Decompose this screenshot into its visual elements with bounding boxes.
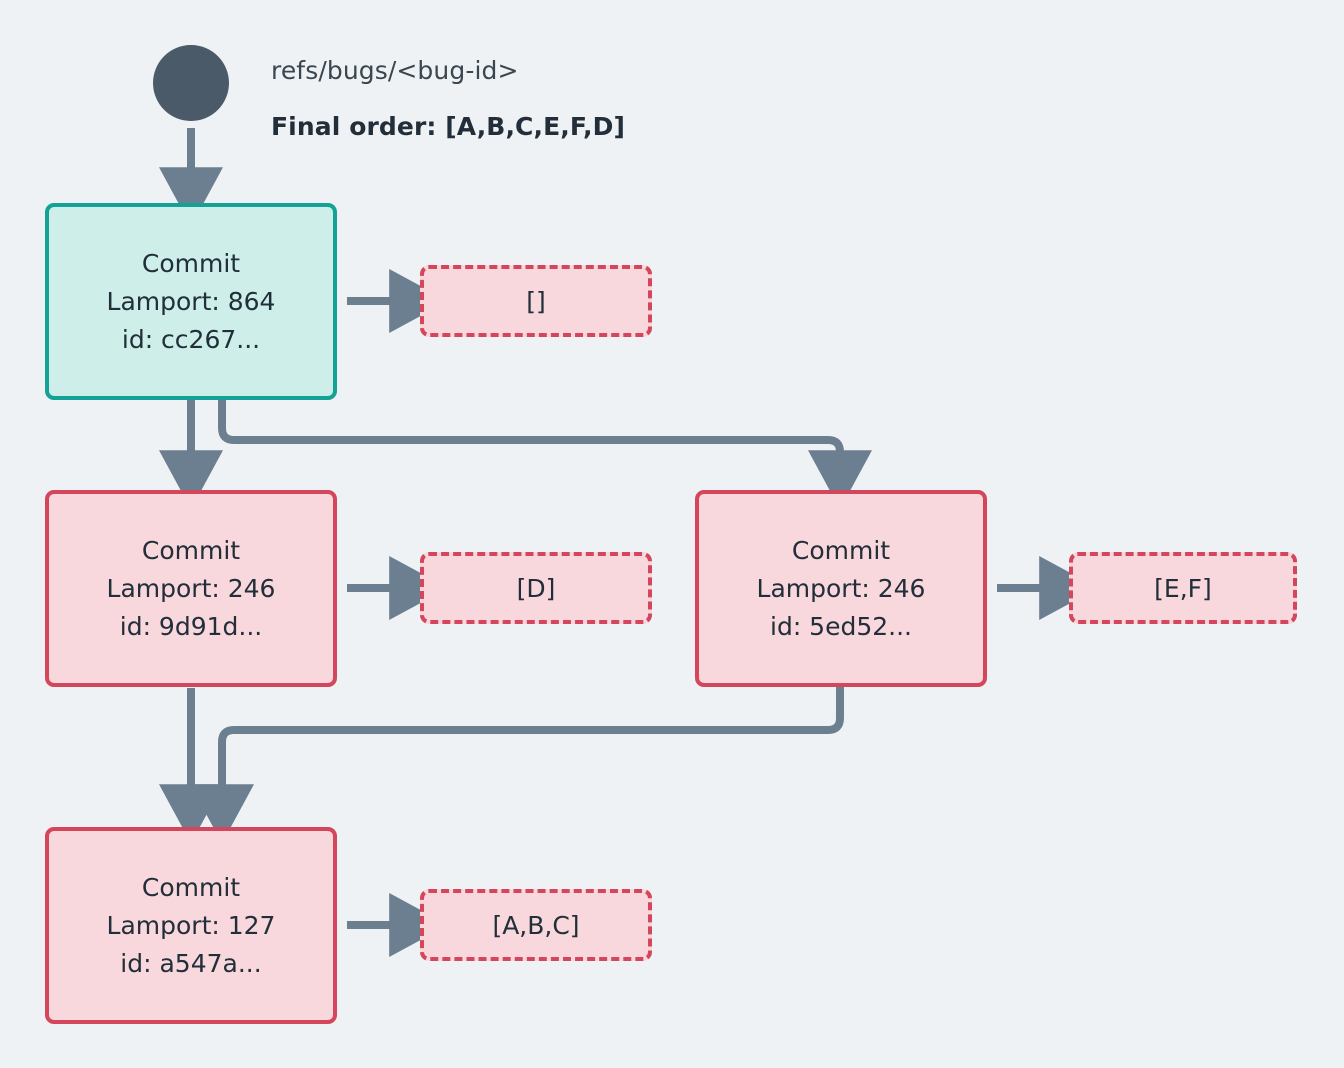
- commit-lamport-label: Lamport: 246: [756, 573, 926, 603]
- commit-lamport-label: Lamport: 246: [106, 573, 276, 603]
- opset-node-5ed52[interactable]: [E,F]: [1069, 552, 1297, 624]
- commit-node-5ed52[interactable]: Commit Lamport: 246 id: 5ed52...: [695, 490, 987, 687]
- final-order-label: Final order: [A,B,C,E,F,D]: [271, 112, 626, 141]
- ref-name-label: refs/bugs/<bug-id>: [271, 56, 519, 85]
- opset-node-cc267[interactable]: []: [420, 265, 652, 337]
- commit-id-label: id: a547a...: [120, 948, 262, 978]
- opset-node-9d91d[interactable]: [D]: [420, 552, 652, 624]
- commit-lamport-label: Lamport: 864: [106, 286, 276, 316]
- commit-id-label: id: cc267...: [121, 324, 261, 354]
- commit-id-label: id: 9d91d...: [119, 611, 263, 641]
- opset-label: [A,B,C]: [492, 910, 580, 940]
- edge-5ed52-to-a547a: [190, 684, 844, 844]
- opset-label: [E,F]: [1154, 573, 1212, 603]
- commit-lamport-label: Lamport: 127: [106, 910, 276, 940]
- commit-kind-label: Commit: [141, 872, 241, 902]
- ref-pointer-node[interactable]: [153, 45, 229, 121]
- commit-node-9d91d[interactable]: Commit Lamport: 246 id: 9d91d...: [45, 490, 337, 687]
- commit-kind-label: Commit: [141, 248, 241, 278]
- commit-kind-label: Commit: [791, 535, 891, 565]
- opset-node-a547a[interactable]: [A,B,C]: [420, 889, 652, 961]
- commit-id-label: id: 5ed52...: [770, 611, 912, 641]
- edge-cc267-to-5ed52: [218, 396, 872, 510]
- opset-label: [D]: [516, 573, 556, 603]
- opset-label: []: [526, 286, 546, 316]
- commit-node-a547a[interactable]: Commit Lamport: 127 id: a547a...: [45, 827, 337, 1024]
- commit-node-cc267[interactable]: Commit Lamport: 864 id: cc267...: [45, 203, 337, 400]
- commit-kind-label: Commit: [141, 535, 241, 565]
